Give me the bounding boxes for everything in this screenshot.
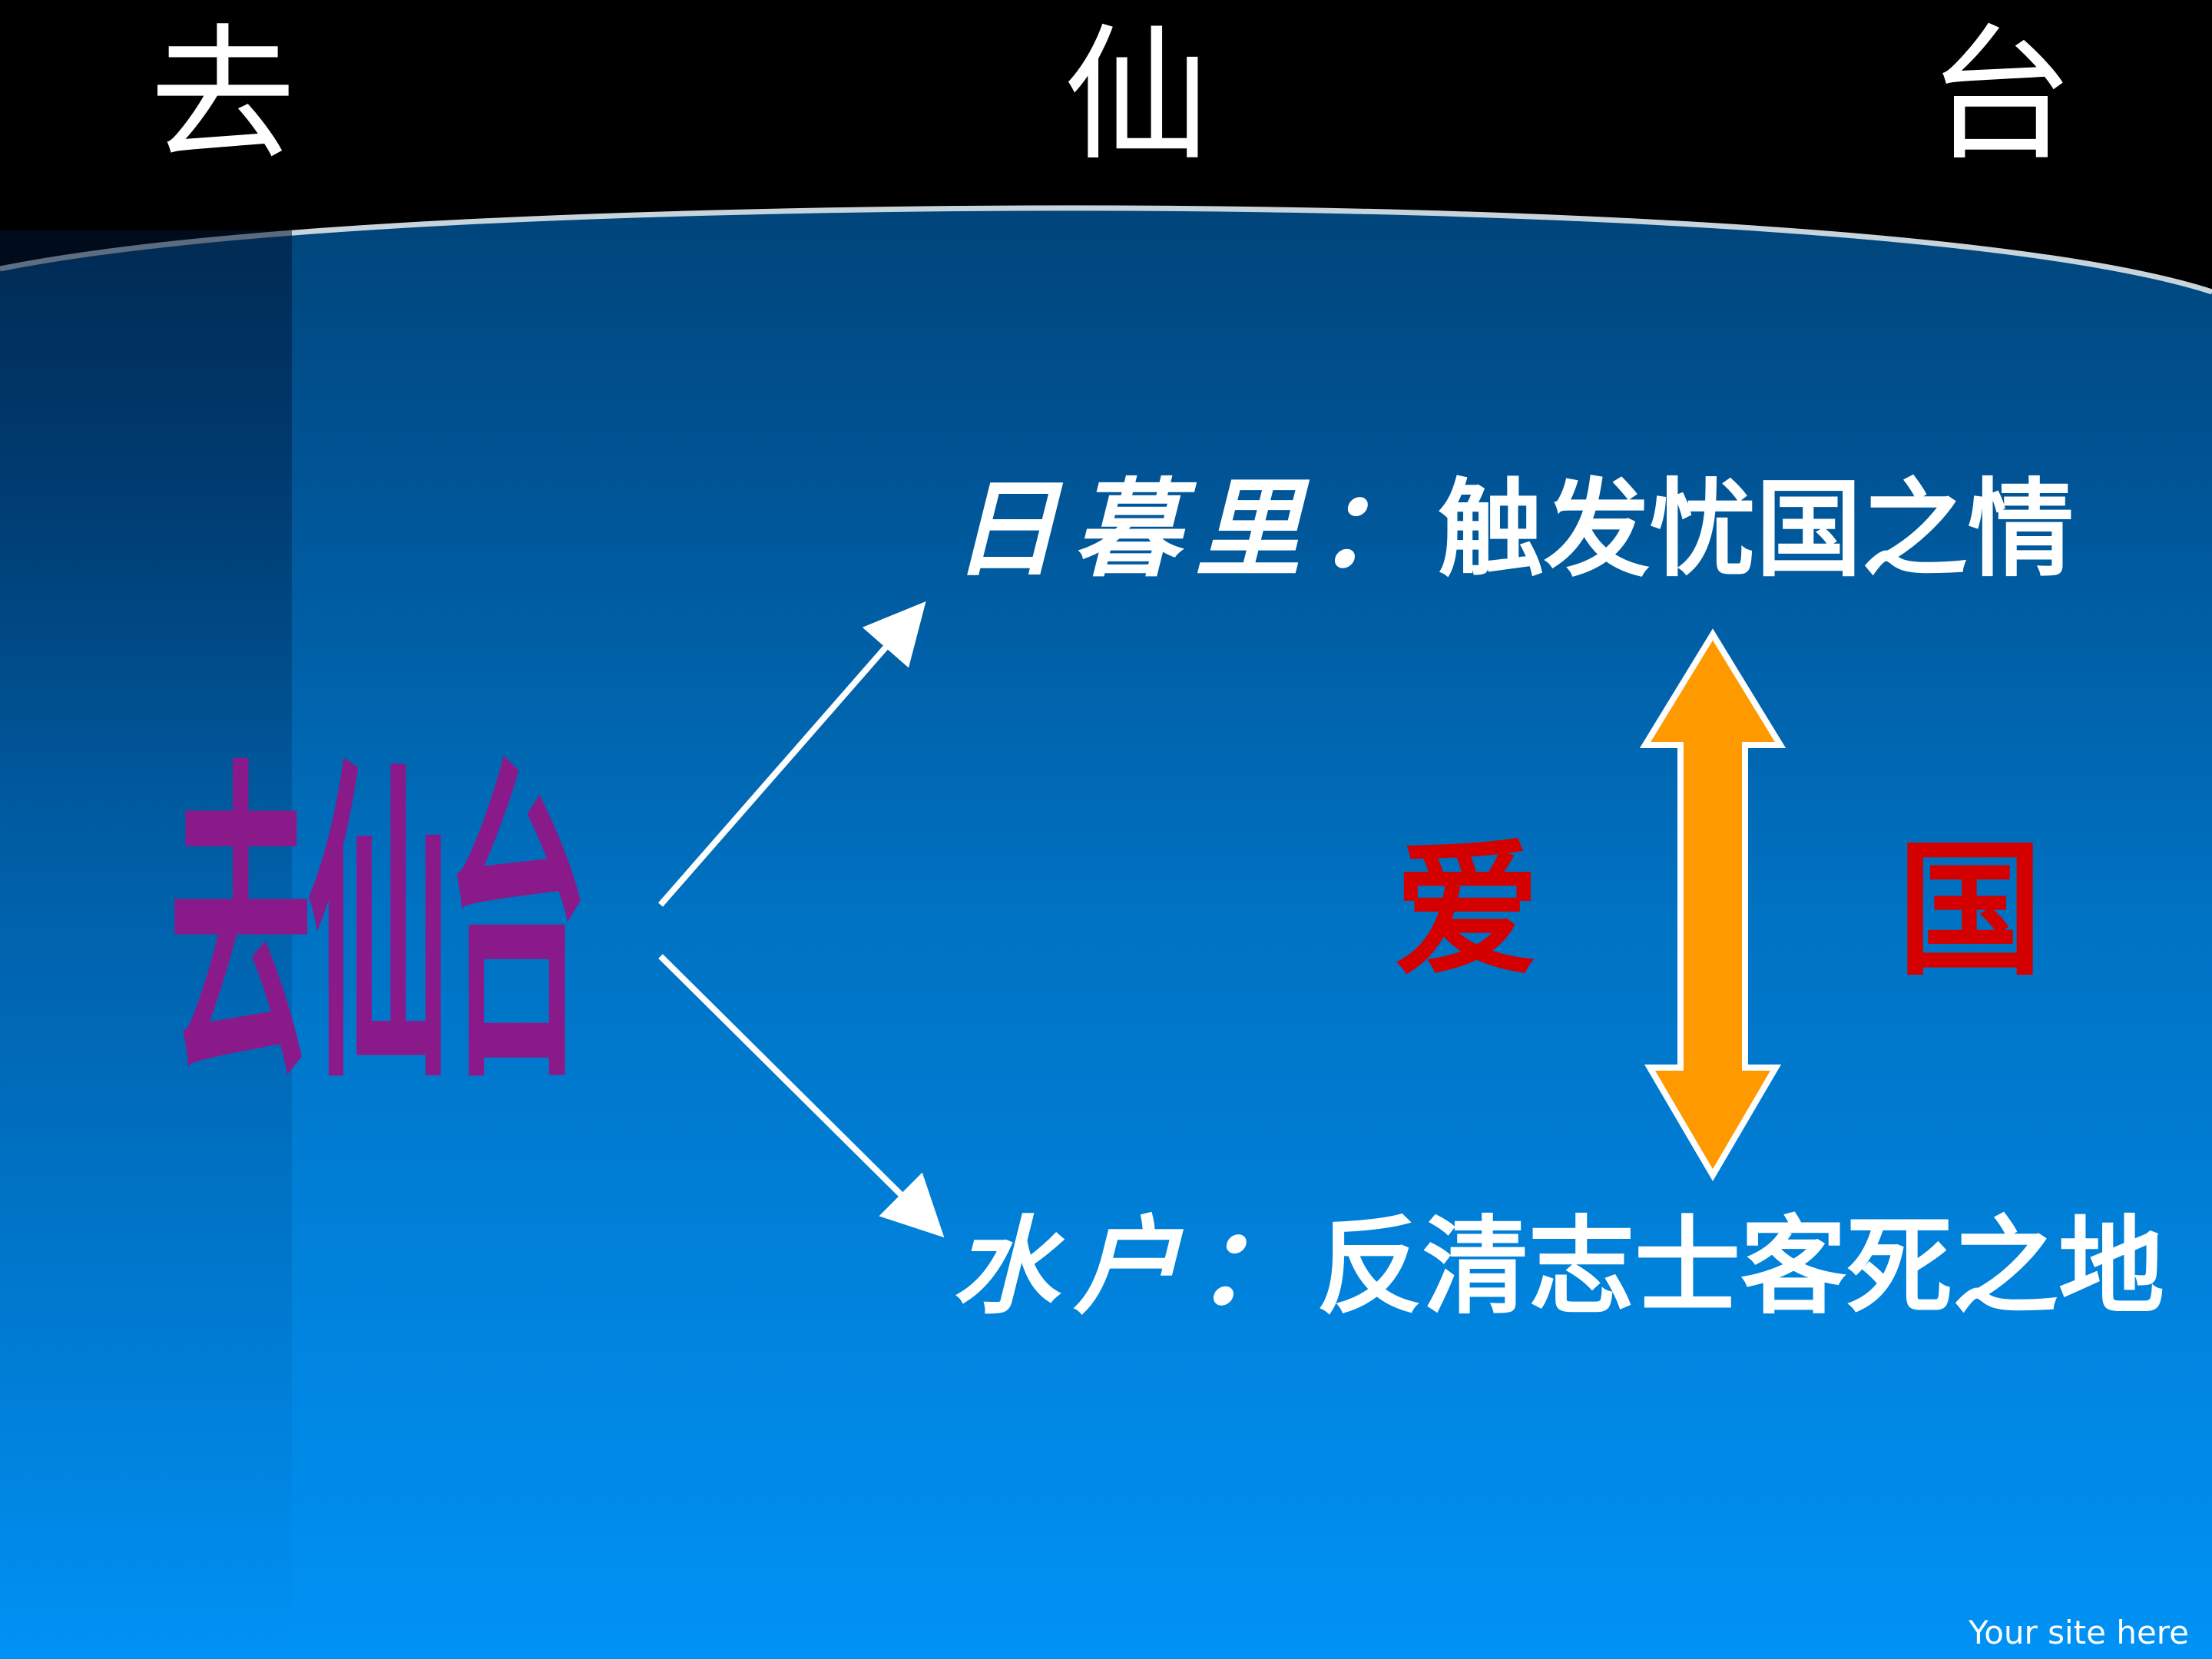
country-char: 国 [1897,824,2044,995]
arrow-up-right [657,601,926,907]
footer-site-text: Your site here [1969,1614,2189,1651]
love-char: 爱 [1394,824,1541,995]
double-arrow-orange [1639,628,1786,1181]
row2-text: 反清志士客死之地 [1316,1205,2165,1329]
title-char-2: 仙 [1064,11,1210,180]
row-mito: 水户：反清志士客死之地 [952,1214,2164,1320]
row1-text: 触发忧国之情 [1438,468,2075,591]
row-nippori: 日暮里：触发忧国之情 [952,476,2074,583]
row1-prefix: 日暮里： [952,466,1439,591]
title-char-1: 去 [150,11,296,180]
main-word: 去仙台 [169,734,588,1124]
arrow-down-right [658,954,945,1238]
title-char-3: 台 [1928,11,2075,180]
row2-prefix: 水户： [952,1204,1317,1329]
left-shade-stripe [0,230,292,1659]
